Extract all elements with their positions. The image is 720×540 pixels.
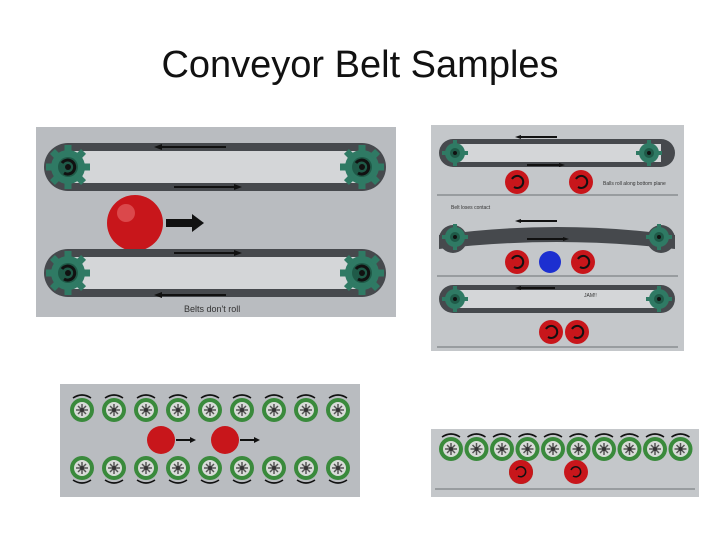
roller-icon [165, 455, 191, 481]
bottom-plane-caption: Balls roll along bottom plane [603, 181, 666, 187]
roller-icon [69, 397, 95, 423]
roller-pair-diagram [60, 384, 360, 497]
roller-icon [165, 397, 191, 423]
roller-icon [293, 455, 319, 481]
roller-icon [325, 397, 351, 423]
roller-icon [133, 455, 159, 481]
roller-row-diagram [431, 429, 699, 497]
roller-icon [101, 397, 127, 423]
roller-icon [489, 436, 515, 462]
roller-icon [325, 455, 351, 481]
roller-icon [229, 455, 255, 481]
red-ball [211, 426, 239, 454]
roller-icon [463, 436, 490, 462]
slide-title: Conveyor Belt Samples [161, 44, 559, 86]
roller-icon [197, 455, 223, 481]
roller-icon [293, 397, 319, 423]
roller-icon [591, 436, 617, 462]
roller-icon [101, 455, 127, 481]
red-ball [107, 195, 163, 251]
blue-ball [539, 251, 561, 273]
roller-icon [438, 436, 464, 462]
roller-icon [229, 397, 255, 423]
jam-caption: JAM!! [584, 293, 597, 299]
roller-icon [642, 436, 668, 462]
roller-icon [69, 455, 95, 481]
belt-pair-caption: Belts don't roll [184, 304, 240, 314]
roller-icon [514, 436, 541, 462]
belt-pair-diagram: Belts don't roll [36, 127, 396, 317]
roller-icon [565, 436, 592, 462]
red-ball [509, 460, 533, 484]
roller-icon [540, 436, 566, 462]
red-ball [147, 426, 175, 454]
roller-icon [261, 397, 287, 423]
roller-icon [197, 397, 223, 423]
roller-icon [616, 436, 643, 462]
belt-loses-contact-caption: Belt loses contact [451, 205, 491, 211]
roller-icon [667, 436, 694, 462]
bottom-plane-diagram: Balls roll along bottom plane Belt loses… [431, 125, 684, 351]
roller-icon [133, 397, 159, 423]
roller-icon [261, 455, 287, 481]
red-ball [564, 460, 588, 484]
